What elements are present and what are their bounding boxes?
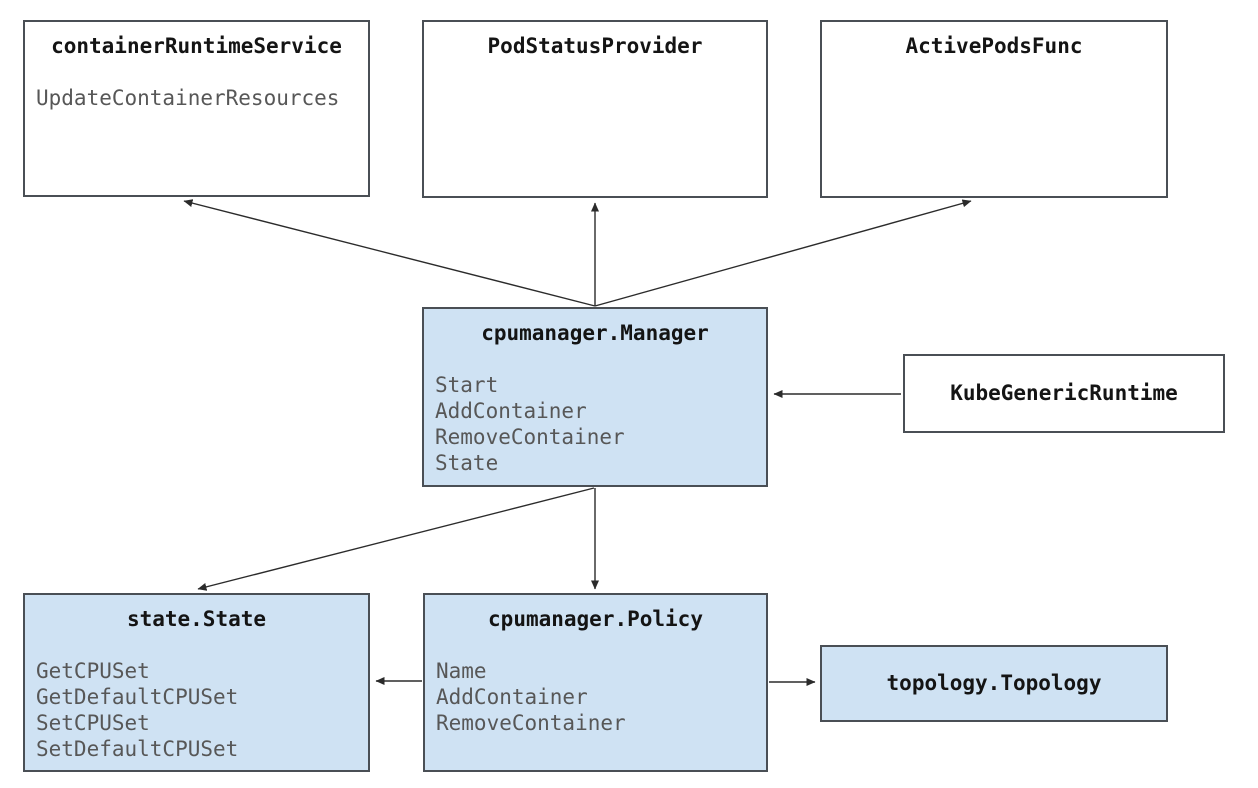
node-method-list: GetCPUSet GetDefaultCPUSet SetCPUSet Set… bbox=[36, 659, 239, 761]
node-title: state.State bbox=[126, 607, 267, 631]
node-kube-generic-runtime: KubeGenericRuntime bbox=[903, 354, 1225, 433]
node-title: containerRuntimeService bbox=[51, 34, 342, 58]
node-state-state: state.State GetCPUSet GetDefaultCPUSet S… bbox=[23, 593, 370, 772]
node-title: topology.Topology bbox=[886, 671, 1102, 695]
arrow-manager-to-active-pods-func bbox=[594, 199, 972, 307]
node-method-list: UpdateContainerResources bbox=[36, 86, 340, 110]
node-title: cpumanager.Manager bbox=[481, 321, 709, 345]
node-active-pods-func: ActivePodsFunc bbox=[820, 20, 1168, 198]
node-pod-status-provider: PodStatusProvider bbox=[422, 20, 768, 198]
node-method-list: Start AddContainer RemoveContainer State bbox=[435, 373, 625, 475]
arrow-manager-to-container-runtime-service bbox=[183, 199, 596, 307]
arrow-manager-to-state-state bbox=[197, 487, 595, 591]
node-container-runtime-service: containerRuntimeService UpdateContainerR… bbox=[23, 20, 370, 197]
node-topology-topology: topology.Topology bbox=[820, 645, 1168, 722]
node-cpumanager-policy: cpumanager.Policy Name AddContainer Remo… bbox=[423, 593, 768, 772]
node-title: ActivePodsFunc bbox=[905, 34, 1083, 58]
node-title: cpumanager.Policy bbox=[488, 607, 703, 631]
node-method-list: Name AddContainer RemoveContainer bbox=[436, 659, 626, 735]
node-title: PodStatusProvider bbox=[487, 34, 703, 58]
node-cpumanager-manager: cpumanager.Manager Start AddContainer Re… bbox=[422, 307, 768, 487]
node-title: KubeGenericRuntime bbox=[950, 381, 1178, 405]
